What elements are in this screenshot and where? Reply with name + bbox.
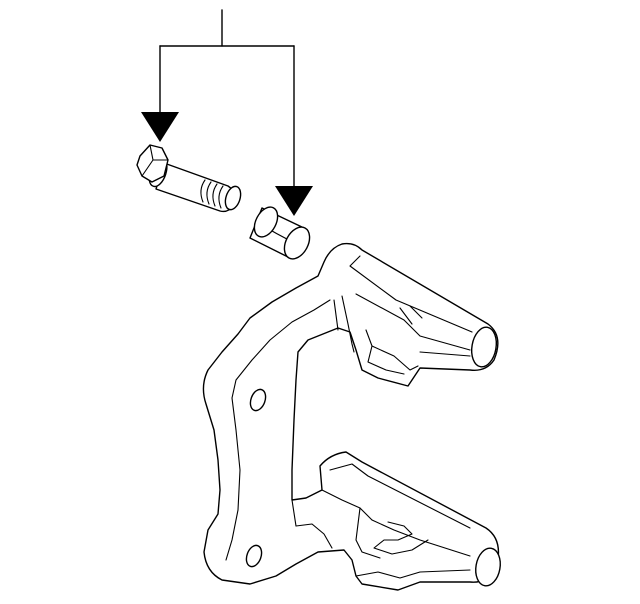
lower-mounting-hole <box>245 544 263 568</box>
pin-boot <box>249 206 311 260</box>
lower-ear-top-edge <box>329 463 471 529</box>
boot-front-face <box>283 226 311 260</box>
lower-pin-boss <box>475 547 501 587</box>
lower-pad-clip-slot <box>373 521 429 555</box>
bolt-shank <box>155 162 237 213</box>
upper-mounting-hole <box>249 388 267 412</box>
upper-pad-pocket-2 <box>367 345 405 375</box>
arrowhead-bolt-icon <box>141 112 179 142</box>
bolt-thread-2 <box>206 181 212 205</box>
bracket-arm-ridge <box>231 299 331 399</box>
callout-leader-lines <box>141 9 313 216</box>
lower-ear-mid-edge <box>371 519 471 557</box>
lower-ear-face-edge <box>321 489 373 521</box>
guide-pin-bolt <box>136 144 242 213</box>
arrowhead-boot-icon <box>275 186 313 216</box>
boot-back-end <box>253 206 279 238</box>
lower-ear-bottom-edge <box>355 569 471 579</box>
upper-ear-top-edge <box>349 255 473 333</box>
bolt-thread-4 <box>218 185 224 209</box>
bolt-hex-edges <box>141 144 169 177</box>
caliper-bracket <box>202 242 501 591</box>
upper-ear-lower-edge <box>419 351 471 357</box>
bracket-upper-edge <box>341 295 355 353</box>
bolt-thread-1 <box>200 179 206 203</box>
bracket-spine-ridge <box>225 397 241 561</box>
lower-arm-edge-2 <box>291 499 297 527</box>
upper-ear-face-edge <box>355 293 471 351</box>
lower-arm-edge <box>295 523 333 549</box>
upper-pin-boss <box>470 326 498 368</box>
upper-ear-ribs <box>399 305 423 325</box>
bracket-outline <box>202 242 500 591</box>
bracket-upper-edge-2 <box>333 299 339 331</box>
bolt-thread-3 <box>212 183 218 207</box>
upper-pad-pocket <box>365 329 419 371</box>
bolt-tip <box>224 185 242 211</box>
lower-pad-pocket <box>355 507 381 559</box>
bolt-hex-head <box>136 144 169 183</box>
